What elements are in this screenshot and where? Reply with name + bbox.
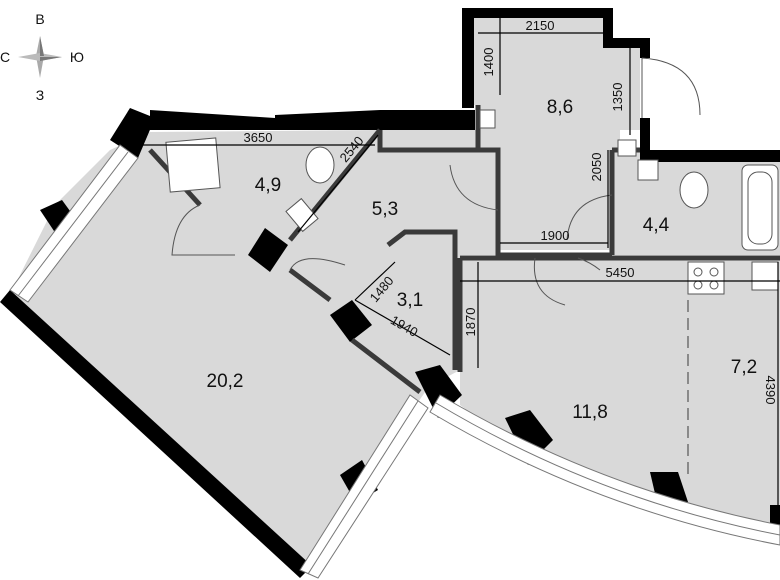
dimension-lines: [138, 18, 780, 520]
dim-1350: 1350: [610, 83, 625, 112]
kitchen-sink-icon: [751, 261, 779, 291]
area-kitchen: 7,2: [731, 357, 757, 378]
door-room: [533, 257, 566, 306]
door-bedroom: [449, 164, 499, 211]
curtain-wall: [9, 144, 780, 579]
shaft-icon: [479, 109, 496, 129]
area-bath1: 4,9: [255, 175, 281, 196]
compass: В С Ю З: [0, 11, 84, 103]
door-balcony: [641, 57, 701, 118]
dim-1900: 1900: [541, 228, 570, 243]
partitions: [148, 105, 780, 480]
door-living: [289, 258, 346, 271]
dim-1870: 1870: [463, 308, 478, 337]
shaft2-icon: [617, 139, 637, 157]
floor-bedroom: [474, 15, 640, 250]
door-bath1: [171, 204, 235, 256]
door-bath2: [566, 194, 613, 241]
area-bath2: 4,4: [643, 215, 670, 236]
dim-4390: 4390: [763, 376, 778, 405]
stove-icon: [687, 261, 725, 295]
compass-south: З: [36, 87, 44, 103]
sink-icon: [285, 197, 319, 233]
area-hall: 5,3: [372, 199, 398, 220]
floor-west-zone: [5, 130, 498, 572]
sink2-icon: [637, 159, 659, 181]
dim-5450: 5450: [606, 265, 635, 280]
compass-west: С: [0, 49, 10, 65]
dim-3650: 3650: [244, 130, 273, 145]
toilet2-icon: [679, 171, 709, 209]
toilet-icon: [305, 146, 335, 184]
dim-2150: 2150: [526, 18, 555, 33]
area-living: 20,2: [207, 371, 244, 392]
glazing-south: [429, 394, 780, 546]
door-kitchen: [577, 257, 601, 271]
fixtures: [165, 109, 779, 295]
compass-north: В: [35, 11, 44, 27]
area-bedroom: 8,6: [547, 97, 573, 118]
floor-east-zone: [460, 258, 780, 525]
doors: [171, 57, 701, 306]
dim-2050: 2050: [589, 153, 604, 182]
area-wardrobe: 3,1: [397, 290, 423, 311]
room-labels: 20,2 4,9 5,3 3,1 8,6 4,4 11,8 7,2: [207, 97, 758, 423]
compass-east: Ю: [70, 49, 84, 65]
dim-1400: 1400: [481, 48, 496, 77]
area-room: 11,8: [572, 402, 608, 423]
shower-tray-icon: [165, 137, 221, 193]
